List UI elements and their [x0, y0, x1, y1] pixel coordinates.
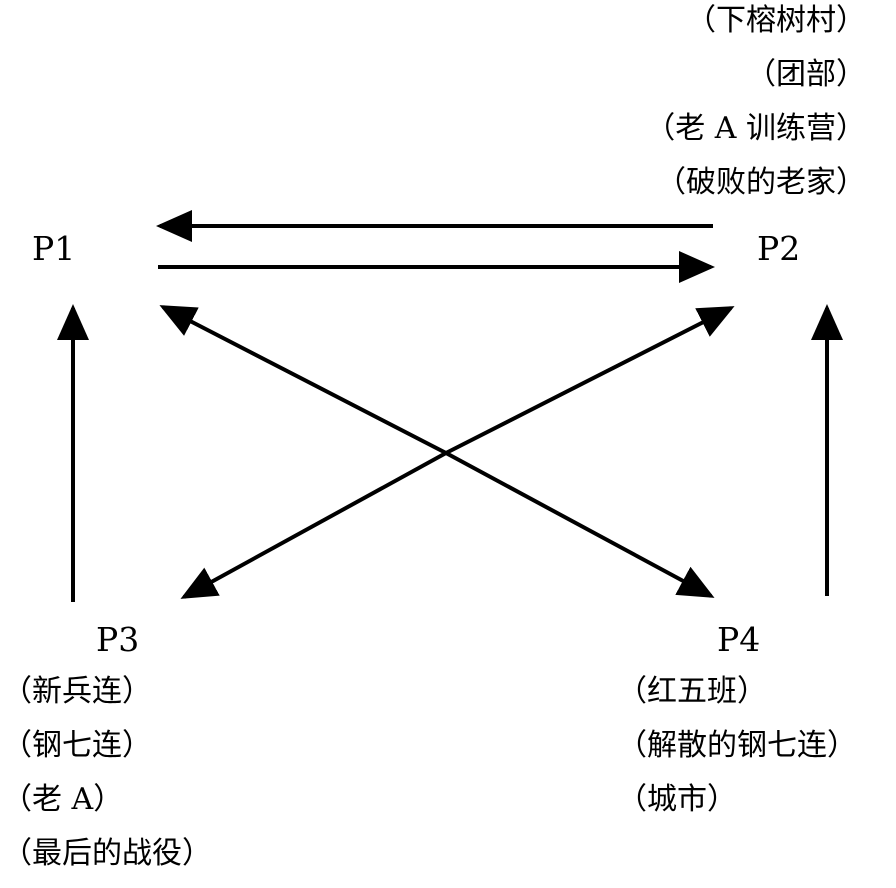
p4-place-item: （红五班）: [617, 674, 767, 709]
p3-place-item: （钢七连）: [2, 728, 152, 763]
arrow-p3-to-p2: [445, 306, 735, 455]
node-p4-label: P4: [717, 620, 761, 659]
p2-place-list: （下榕树村） （团部） （老 A 训练营） （破败的老家）: [645, 0, 866, 210]
node-p3-label: P3: [96, 620, 140, 659]
p3-place-list: （新兵连） （钢七连） （老 A） （最后的战役）: [2, 665, 212, 881]
arrow-p2-to-p3: [180, 451, 447, 599]
p4-place-item: （城市）: [617, 782, 737, 817]
node-p2-label: P2: [757, 229, 801, 268]
p3-place-item: （老 A）: [2, 782, 124, 817]
p2-place-item: （老 A 训练营）: [645, 111, 866, 146]
node-p1-label: P1: [32, 229, 76, 268]
p3-place-item: （最后的战役）: [2, 836, 212, 871]
p4-place-item: （解散的钢七连）: [617, 728, 857, 763]
arrow-p4-to-p1: [159, 305, 447, 455]
arrow-p1-to-p4: [445, 451, 715, 598]
p4-place-list: （红五班） （解散的钢七连） （城市）: [617, 665, 857, 827]
p3-place-item: （新兵连）: [2, 674, 152, 709]
p2-place-item: （团部）: [746, 57, 866, 92]
p2-place-item: （破败的老家）: [656, 165, 866, 200]
p2-place-item: （下榕树村）: [686, 3, 866, 38]
